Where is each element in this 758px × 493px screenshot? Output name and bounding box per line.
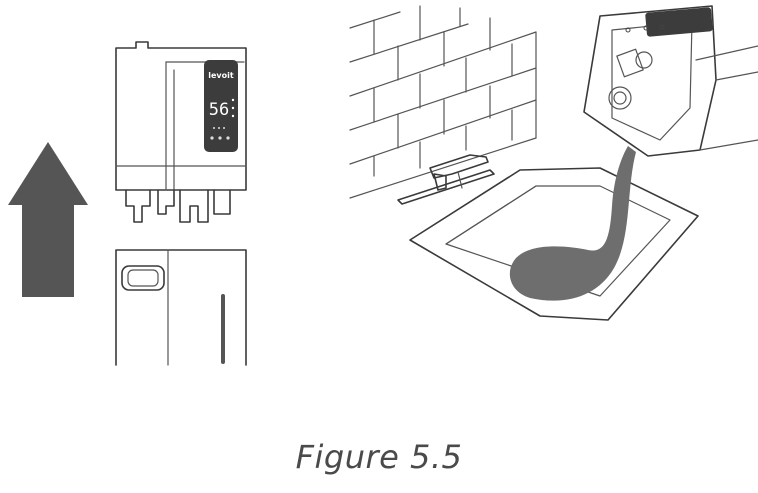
panel-button-icon (218, 136, 222, 140)
brand-logo: levoit (208, 71, 234, 80)
figure-caption: Figure 5.5 (295, 438, 463, 476)
panel-button-icon (218, 127, 220, 129)
humidifier-base-tank (115, 249, 247, 366)
indicator-dot (231, 114, 235, 118)
indicator-dot (231, 106, 235, 110)
panel-button-icon (226, 136, 230, 140)
poured-water-stream (509, 146, 636, 301)
display-reading: 56 (209, 100, 229, 120)
tank-indicator (659, 24, 665, 30)
tilted-water-tank (583, 5, 758, 157)
humidifier-top-unit: levoit 56 (115, 41, 247, 223)
panel-button-icon (210, 136, 214, 140)
lift-up-arrow (8, 142, 88, 297)
panel-button-icon (223, 127, 225, 129)
faucet (397, 154, 495, 205)
indicator-dot (231, 98, 235, 102)
control-panel (204, 60, 238, 152)
tank-indicator (643, 25, 649, 31)
water-level-window (221, 294, 225, 364)
tank-indicator (625, 27, 631, 33)
brick-wall (349, 5, 537, 199)
panel-button-icon (213, 127, 215, 129)
